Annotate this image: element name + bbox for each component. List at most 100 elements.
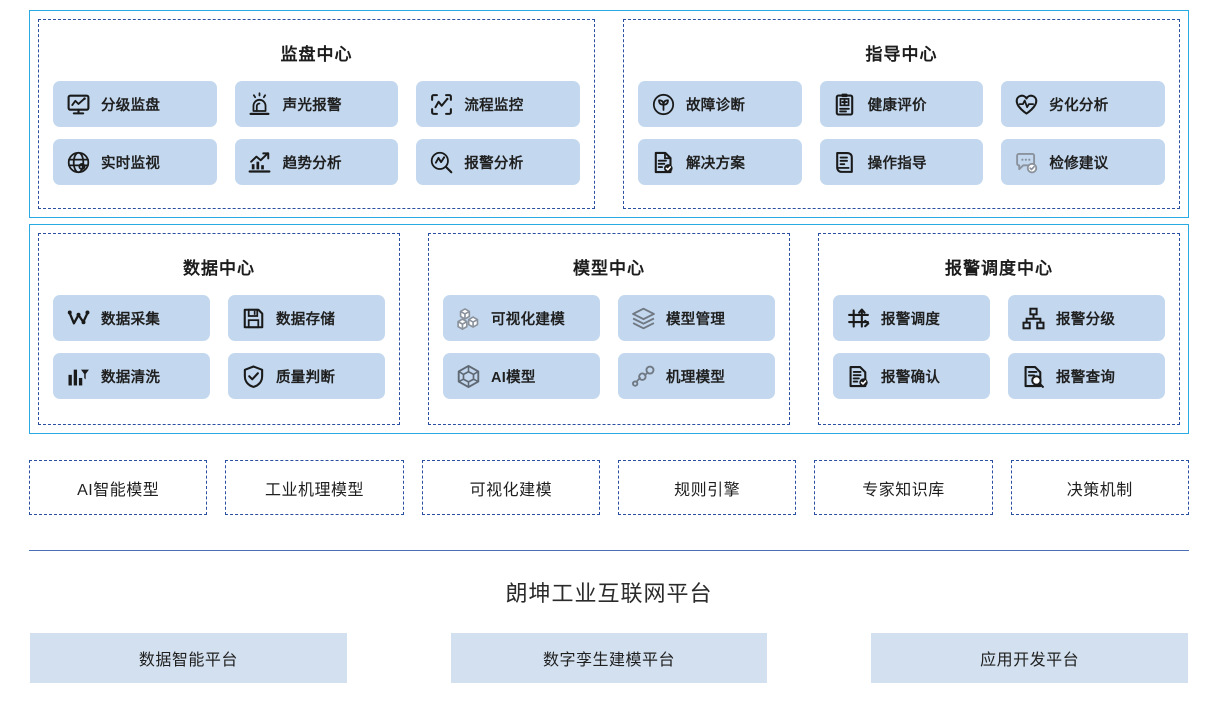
feature-chip-label: 报警确认 bbox=[881, 369, 941, 386]
document-check-icon bbox=[650, 149, 676, 175]
feature-chip-label: 数据清洗 bbox=[101, 369, 161, 386]
feature-chip[interactable]: 质量判断 bbox=[228, 353, 385, 399]
capability-box[interactable]: 决策机制 bbox=[1010, 460, 1189, 515]
platform-bar-label: 应用开发平台 bbox=[980, 652, 1080, 669]
alarm-light-icon bbox=[247, 91, 273, 117]
feature-chip-label: AI模型 bbox=[491, 369, 536, 386]
feature-chip[interactable]: 数据存储 bbox=[228, 295, 385, 341]
feature-chip[interactable]: AI模型 bbox=[443, 353, 600, 399]
feature-chip[interactable]: 报警分析 bbox=[416, 139, 580, 185]
capability-box[interactable]: 专家知识库 bbox=[814, 460, 993, 515]
platform-bar-label: 数字孪生建模平台 bbox=[543, 652, 676, 669]
panel-监盘中心: 监盘中心分级监盘 声光报警 流程监控实时监视 趋势分析 报警分析 bbox=[38, 19, 595, 209]
cubes-icon bbox=[455, 305, 481, 331]
panel-item-grid: 分级监盘 声光报警 流程监控实时监视 趋势分析 报警分析 bbox=[53, 81, 580, 185]
feature-chip[interactable]: 声光报警 bbox=[234, 81, 399, 127]
panel-item-grid: 故障诊断 健康评价 劣化分析解决方案 操作指导 检修建议 bbox=[638, 81, 1165, 185]
shield-check-icon bbox=[240, 363, 266, 389]
feature-chip-label: 报警调度 bbox=[881, 311, 941, 328]
capability-box[interactable]: 工业机理模型 bbox=[225, 460, 404, 515]
panel-数据中心: 数据中心数据采集 数据存储数据清洗 质量判断 bbox=[38, 233, 400, 425]
panel-指导中心: 指导中心故障诊断健康评价劣化分析解决方案操作指导检修建议 bbox=[623, 19, 1180, 209]
capability-row: AI智能模型 工业机理模型 可视化建模 规则引擎 专家知识库 决策机制 bbox=[29, 460, 1189, 515]
feature-chip-label: 数据采集 bbox=[101, 311, 161, 328]
capability-box[interactable]: AI智能模型 bbox=[29, 460, 208, 515]
feature-chip[interactable]: 模型管理 bbox=[618, 295, 775, 341]
capability-label: 专家知识库 bbox=[862, 481, 945, 499]
section-divider bbox=[29, 550, 1189, 551]
feature-chip[interactable]: 可视化建模 bbox=[443, 295, 600, 341]
feature-chip[interactable]: 实时监视 bbox=[53, 139, 217, 185]
layers-icon bbox=[630, 305, 656, 331]
feature-chip[interactable]: 解决方案 bbox=[638, 139, 802, 185]
panel-item-grid: 报警调度 报警分级报警确认 报警查询 bbox=[833, 295, 1165, 399]
feature-chip-label: 故障诊断 bbox=[686, 97, 746, 114]
feature-chip[interactable]: 健康评价 bbox=[819, 81, 984, 127]
feature-chip[interactable]: 检修建议 bbox=[1001, 139, 1165, 185]
feature-chip-label: 分级监盘 bbox=[101, 97, 161, 114]
feature-chip-label: 劣化分析 bbox=[1049, 97, 1109, 114]
feature-chip[interactable]: 报警确认 bbox=[833, 353, 990, 399]
platform-bar-row: 数据智能平台 数字孪生建模平台 应用开发平台 bbox=[30, 633, 1189, 683]
feature-chip-label: 声光报警 bbox=[282, 97, 342, 114]
panel-title: 模型中心 bbox=[573, 259, 645, 278]
document-lines-icon bbox=[832, 149, 858, 175]
feature-chip-label: 机理模型 bbox=[666, 369, 726, 386]
monitor-chart-icon bbox=[65, 91, 91, 117]
feature-chip-label: 报警查询 bbox=[1056, 369, 1116, 386]
dispatch-arrows-icon bbox=[845, 305, 871, 331]
feature-chip[interactable]: 数据清洗 bbox=[53, 353, 210, 399]
capability-box[interactable]: 可视化建模 bbox=[421, 460, 600, 515]
platform-title: 朗坤工业互联网平台 bbox=[505, 581, 713, 606]
band-top: 监盘中心分级监盘声光报警流程监控实时监视趋势分析报警分析指导中心故障诊断健康评价… bbox=[29, 10, 1189, 218]
feature-chip-label: 流程监控 bbox=[464, 97, 524, 114]
feature-chip[interactable]: 流程监控 bbox=[416, 81, 580, 127]
feature-chip-label: 报警分级 bbox=[1056, 311, 1116, 328]
feature-chip-label: 质量判断 bbox=[276, 369, 336, 386]
feature-chip-label: 操作指导 bbox=[867, 155, 927, 172]
capability-box[interactable]: 规则引擎 bbox=[617, 460, 797, 515]
feature-chip-label: 解决方案 bbox=[686, 155, 746, 172]
feature-chip[interactable]: 数据采集 bbox=[53, 295, 210, 341]
feature-chip[interactable]: 报警调度 bbox=[833, 295, 990, 341]
panel-title: 监盘中心 bbox=[280, 45, 353, 64]
feature-chip[interactable]: 趋势分析 bbox=[234, 139, 399, 185]
feature-chip[interactable]: 故障诊断 bbox=[638, 81, 802, 127]
feature-chip-label: 模型管理 bbox=[666, 311, 726, 328]
panel-模型中心: 模型中心可视化建模 模型管理 AI模型 机理模型 bbox=[428, 233, 790, 425]
feature-chip-label: 检修建议 bbox=[1049, 155, 1109, 172]
capability-label: AI智能模型 bbox=[77, 481, 160, 499]
feature-chip[interactable]: 报警分级 bbox=[1008, 295, 1165, 341]
feature-chip[interactable]: 操作指导 bbox=[819, 139, 984, 185]
magnifier-wave-icon bbox=[428, 149, 454, 175]
feature-chip-label: 可视化建模 bbox=[491, 311, 565, 328]
feature-chip-label: 健康评价 bbox=[867, 97, 927, 114]
chat-check-icon bbox=[1013, 149, 1039, 175]
document-search-icon bbox=[1020, 363, 1046, 389]
capability-label: 规则引擎 bbox=[674, 481, 741, 499]
platform-bar[interactable]: 应用开发平台 bbox=[871, 633, 1189, 683]
cube-outline-icon bbox=[455, 363, 481, 389]
platform-bar[interactable]: 数据智能平台 bbox=[30, 633, 347, 683]
heart-pulse-icon bbox=[1013, 91, 1039, 117]
feature-chip[interactable]: 劣化分析 bbox=[1001, 81, 1165, 127]
feature-chip[interactable]: 报警查询 bbox=[1008, 353, 1165, 399]
data-collect-node-icon bbox=[65, 305, 91, 331]
bar-filter-icon bbox=[65, 363, 91, 389]
globe-icon bbox=[65, 149, 91, 175]
process-monitor-icon bbox=[428, 91, 454, 117]
feature-chip-label: 实时监视 bbox=[101, 155, 161, 172]
platform-bar[interactable]: 数字孪生建模平台 bbox=[450, 633, 768, 683]
feature-chip-label: 趋势分析 bbox=[282, 155, 342, 172]
list-check-icon bbox=[845, 363, 871, 389]
hierarchy-icon bbox=[1020, 305, 1046, 331]
band-middle: 数据中心数据采集 数据存储数据清洗 质量判断 模型中心可视化建模 模型管理 AI模型 机理模… bbox=[29, 224, 1189, 434]
feature-chip[interactable]: 分级监盘 bbox=[53, 81, 217, 127]
feature-chip[interactable]: 机理模型 bbox=[618, 353, 775, 399]
panel-title: 数据中心 bbox=[183, 259, 255, 278]
capability-label: 工业机理模型 bbox=[264, 481, 364, 499]
panel-item-grid: 数据采集 数据存储数据清洗 质量判断 bbox=[53, 295, 385, 399]
platform-bar-label: 数据智能平台 bbox=[138, 652, 238, 669]
panel-item-grid: 可视化建模 模型管理 AI模型 机理模型 bbox=[443, 295, 775, 399]
